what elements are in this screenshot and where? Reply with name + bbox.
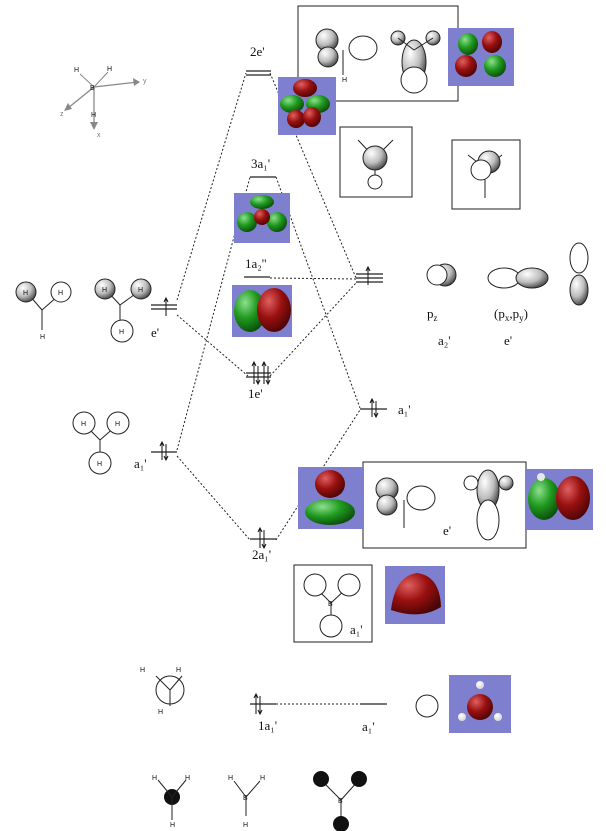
box-e-sketch: e' <box>362 461 527 549</box>
electron-up-icon <box>365 265 371 285</box>
core-s-sketch: H H H <box>140 667 439 718</box>
boron-a1-2s-label: a₁' <box>398 402 411 417</box>
electron-up-icon <box>163 296 169 316</box>
h-label: H <box>138 287 143 294</box>
ligand-levels: e' a₁' <box>134 296 177 471</box>
h-label: H <box>243 822 248 829</box>
axis-x-label: x <box>97 132 101 139</box>
b-label: B <box>328 601 333 608</box>
h-label: H <box>158 709 163 716</box>
boron-a1-1s-label: a₁' <box>362 719 375 734</box>
ligand-salc-e1: H H H <box>15 281 72 341</box>
axis-z-label: z <box>60 111 64 118</box>
level-3a1-label: 3a₁' <box>251 156 270 171</box>
mo-levels: 2e' 3a₁' 1a₂'' 1e' 2a₁' 1a₁' <box>244 44 277 733</box>
mo-render-a1-box <box>385 566 445 624</box>
level-1a2-label: 1a₂'' <box>245 256 267 271</box>
electron-down-icon <box>261 530 267 550</box>
box-a1-label: a₁' <box>350 622 363 637</box>
electron-down-icon <box>163 444 169 462</box>
h-label: H <box>23 290 28 297</box>
level-1e-label: 1e' <box>248 386 263 401</box>
axis-h-label: H <box>74 67 79 74</box>
electron-down-icon <box>257 696 263 716</box>
boron-a2-label: a₂' <box>438 333 451 348</box>
box-1a2-sketch <box>451 139 521 210</box>
electron-up-icon <box>257 526 263 548</box>
h-label: H <box>81 421 86 428</box>
h-label: H <box>102 287 107 294</box>
h-label: H <box>170 822 175 829</box>
h-label: H <box>40 334 45 341</box>
h-label: H <box>119 329 124 336</box>
level-1a1-label: 1a₁' <box>258 718 277 733</box>
ligand-salc-a1: H H H <box>72 411 130 475</box>
h-label: H <box>97 461 102 468</box>
h-label: H <box>185 775 190 782</box>
level-2e-label: 2e' <box>250 44 265 59</box>
h-label: H <box>140 667 145 674</box>
boron-levels: a₁' a₁' pz (px,py) a₂' e' <box>356 265 528 734</box>
boron-pz-label: pz <box>427 306 438 323</box>
b-label: B <box>243 795 248 802</box>
ligand-e-label: e' <box>151 325 159 340</box>
mo-render-2e-a <box>448 28 514 86</box>
h-label: H <box>58 290 63 297</box>
ligand-salc-e2: H H H <box>94 278 152 343</box>
axis-h-label: H <box>91 112 96 119</box>
bottom-molecules: H H H B H H H B <box>152 771 367 831</box>
mo-render-3a1 <box>234 193 290 243</box>
h-label: H <box>152 775 157 782</box>
electron-up-icon <box>253 692 259 714</box>
h-label: H <box>260 775 265 782</box>
axis-h-label: H <box>107 66 112 73</box>
boron-pxy-label: (px,py) <box>494 306 528 323</box>
h-label: H <box>342 77 347 84</box>
h-label: H <box>228 775 233 782</box>
mo-render-2a1-e <box>525 469 593 530</box>
boron-e-label: e' <box>504 333 512 348</box>
axis-b-label: B <box>90 85 95 92</box>
mo-render-1a2 <box>232 285 292 337</box>
electron-up-icon <box>251 360 257 384</box>
h-label: H <box>176 667 181 674</box>
box-3a1-sketch <box>339 126 413 198</box>
axis-y-label: y <box>143 78 147 85</box>
electron-up-icon <box>261 360 267 384</box>
ligand-a1-label: a₁' <box>134 456 147 471</box>
h-label: H <box>115 421 120 428</box>
electron-up-icon <box>159 440 165 460</box>
b-label: B <box>338 798 343 805</box>
electron-down-icon <box>265 366 271 386</box>
electron-down-icon <box>373 401 379 419</box>
axis-system: y z x B H H H <box>60 66 147 139</box>
electron-up-icon <box>369 397 375 417</box>
box-e-label: e' <box>443 523 451 538</box>
mo-render-2e-b <box>278 77 336 135</box>
electron-down-icon <box>255 366 261 386</box>
level-2a1-label: 2a₁' <box>252 547 271 562</box>
box-a1-sketch: B a₁' <box>293 564 373 643</box>
boron-p-orbitals <box>426 242 589 306</box>
mo-render-1a1 <box>449 675 511 733</box>
mo-render-2a1-ligand <box>298 467 364 529</box>
